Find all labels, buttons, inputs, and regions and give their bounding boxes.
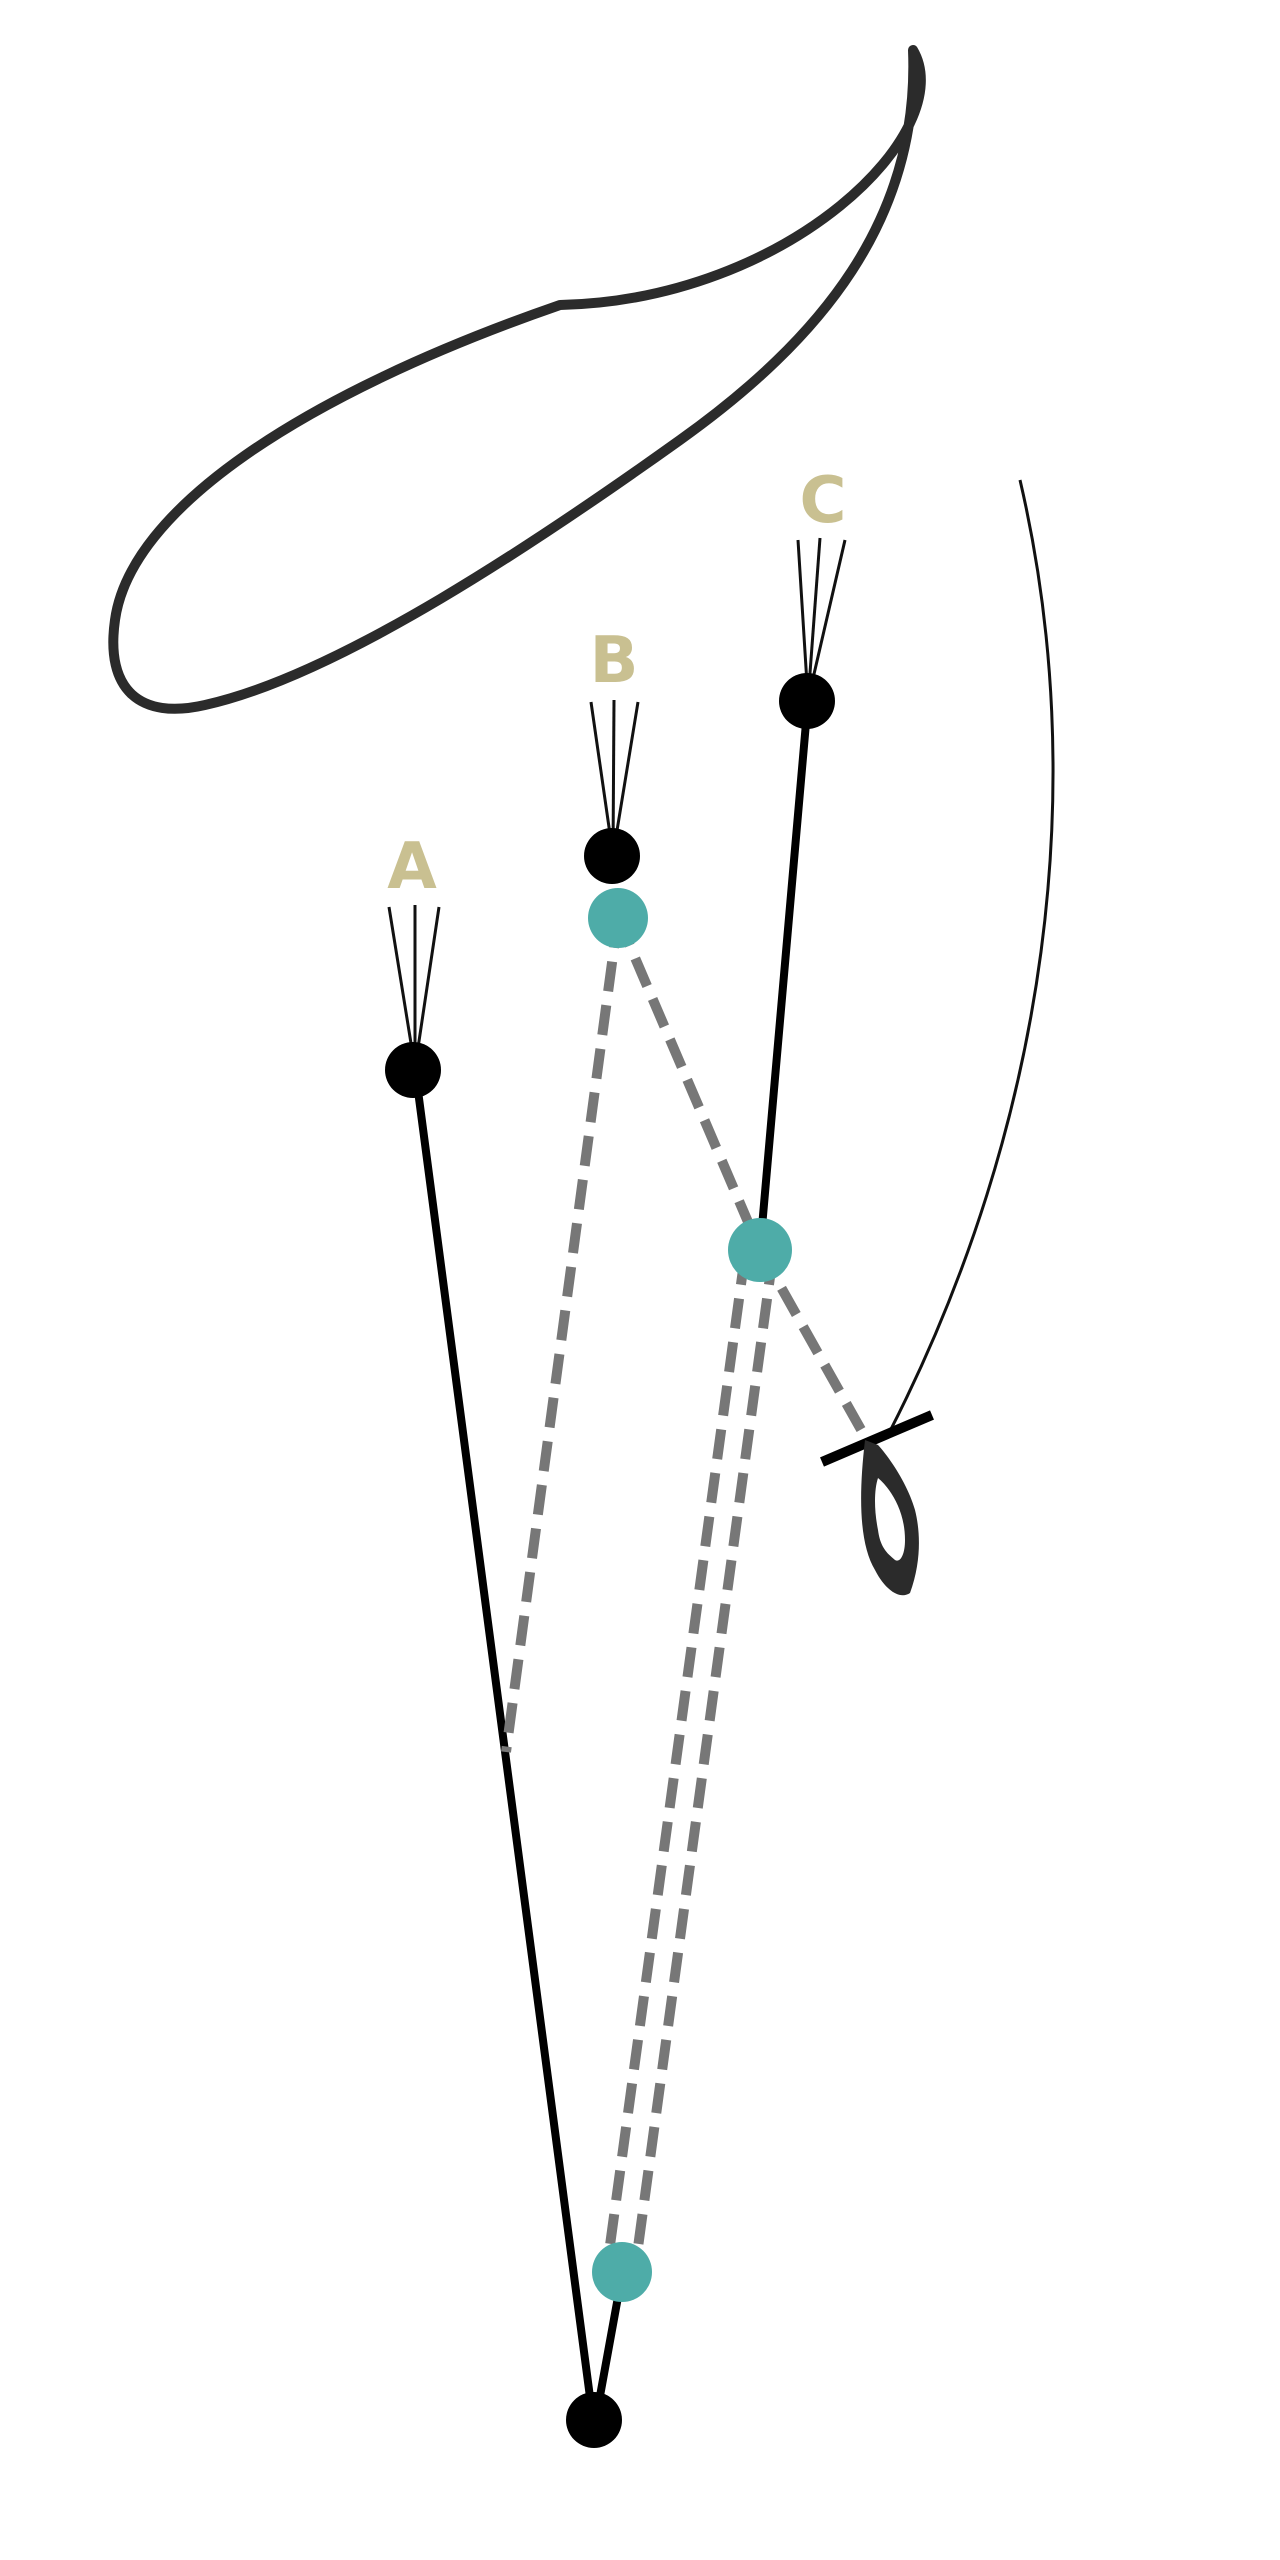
foot-loop-icon xyxy=(861,1440,919,1596)
dashed-lines xyxy=(501,916,873,2263)
node-c xyxy=(779,673,835,729)
label-c: C xyxy=(800,464,847,538)
thin-curve-line xyxy=(886,479,1055,1436)
solid-lines xyxy=(411,696,812,2424)
teal-node-top xyxy=(588,888,648,948)
label-b: B xyxy=(590,624,639,698)
node-a xyxy=(385,1042,441,1098)
node-b xyxy=(584,828,640,884)
crossbar-bar xyxy=(820,1410,934,1467)
teal-nodes xyxy=(588,888,792,2302)
black-nodes xyxy=(385,673,835,2448)
teal-node-middle xyxy=(728,1218,792,1282)
fan-lines-a xyxy=(387,905,441,1069)
teal-node-bottom xyxy=(592,2242,652,2302)
label-a: A xyxy=(387,830,437,904)
leaf-outline-shape xyxy=(108,45,926,714)
node-bottom xyxy=(566,2392,622,2448)
